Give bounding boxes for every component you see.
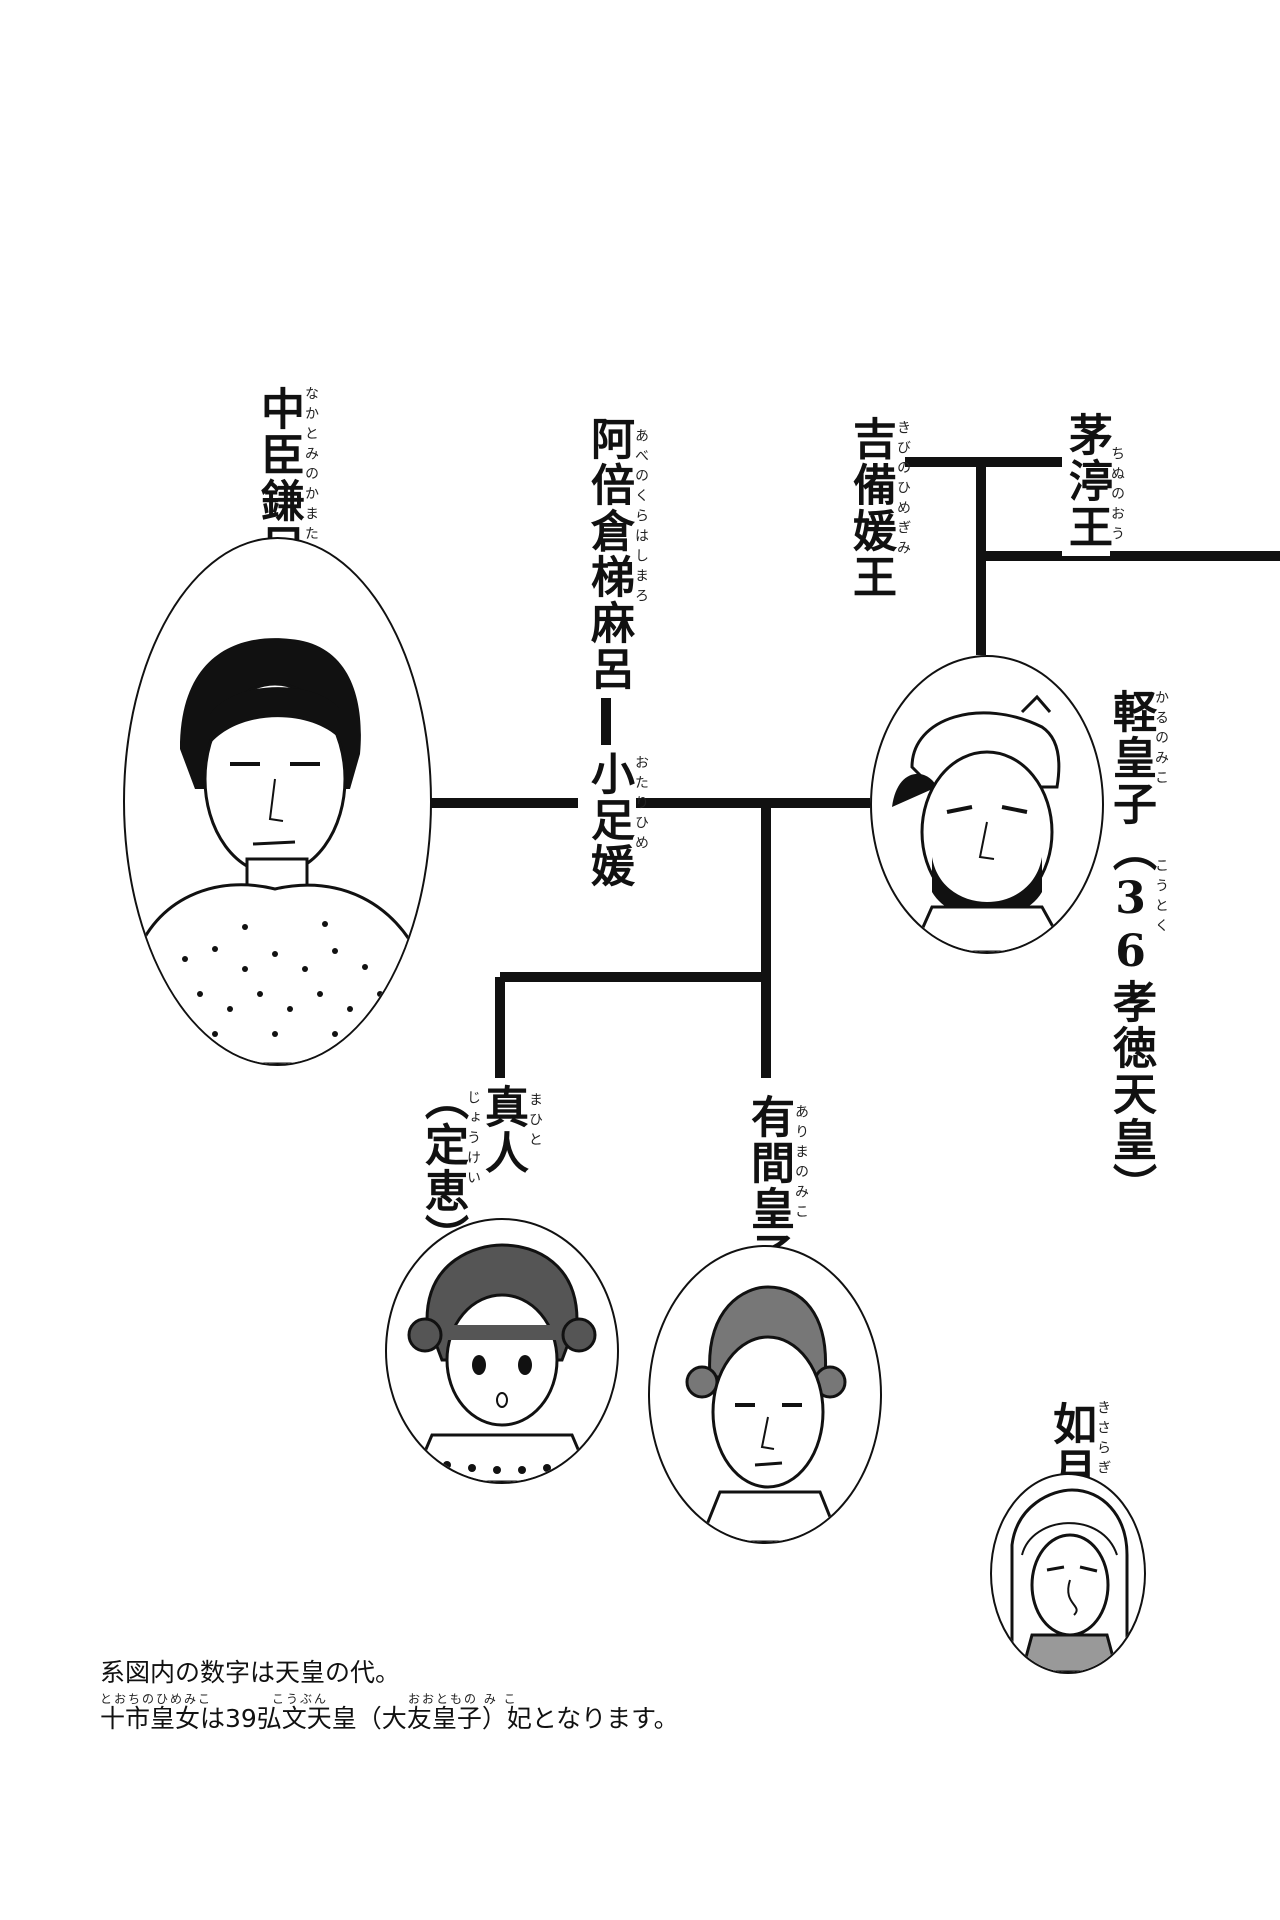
reading-otarashi: おたりひめ [633,755,649,855]
reading-kibi: きびのひめぎみ [895,420,911,560]
karu-name-text: 軽皇子 [1105,689,1156,827]
reading-abe: あべのくらはしまろ [633,428,649,608]
note-line-1: 系図内の数字は天皇の代。 [100,1658,401,1687]
nakatomi-portrait [123,537,432,1066]
mahito-portrait [385,1218,619,1484]
reading-nakatomi: なかとみのかまたり [303,386,319,566]
reading-mahito-alias: じょうけい [465,1090,481,1190]
reading-mahito: まひと [527,1092,543,1152]
karu-emperor-note: （36孝徳天皇） [1105,827,1156,1209]
arima-figure-icon [685,1285,847,1542]
name-abe: 阿倍倉梯麻呂 [583,410,634,698]
note-line-2: 十市皇女は39弘文天皇（大友皇子）妃となります。 [100,1704,679,1733]
name-otarashi: 小足媛 [583,745,634,895]
name-karu: 軽皇子（36孝徳天皇） [1105,683,1156,1215]
name-mahito: 真人 [477,1078,528,1182]
name-kibi: 吉備媛王 [845,410,896,606]
alias-mahito: （定恵） [417,1070,468,1266]
arima-portrait [648,1245,882,1544]
karu-portrait [870,655,1104,954]
karu-figure-icon [892,694,1069,952]
reading-arima: ありまのみこ [793,1104,809,1224]
reading-karu: かるのみこ [1153,690,1169,790]
mahito-figure-icon [407,1243,597,1482]
note-line-2-reading-a: とおちのひめみこ [100,1692,213,1706]
nakatomi-figure-icon [125,638,430,1064]
kisaragi-figure-icon [1010,1488,1129,1672]
reading-chinu: ちぬのおう [1109,446,1125,546]
reading-karu-note: こうとく [1153,858,1169,938]
kisaragi-portrait [990,1473,1146,1674]
name-chinu: 茅渟王 [1061,406,1112,556]
reading-kisaragi: きさらぎ [1095,1400,1111,1480]
note-line-2-reading-c: おおともの み こ [408,1692,518,1706]
note-line-2-reading-b: こうぶん [272,1692,329,1706]
